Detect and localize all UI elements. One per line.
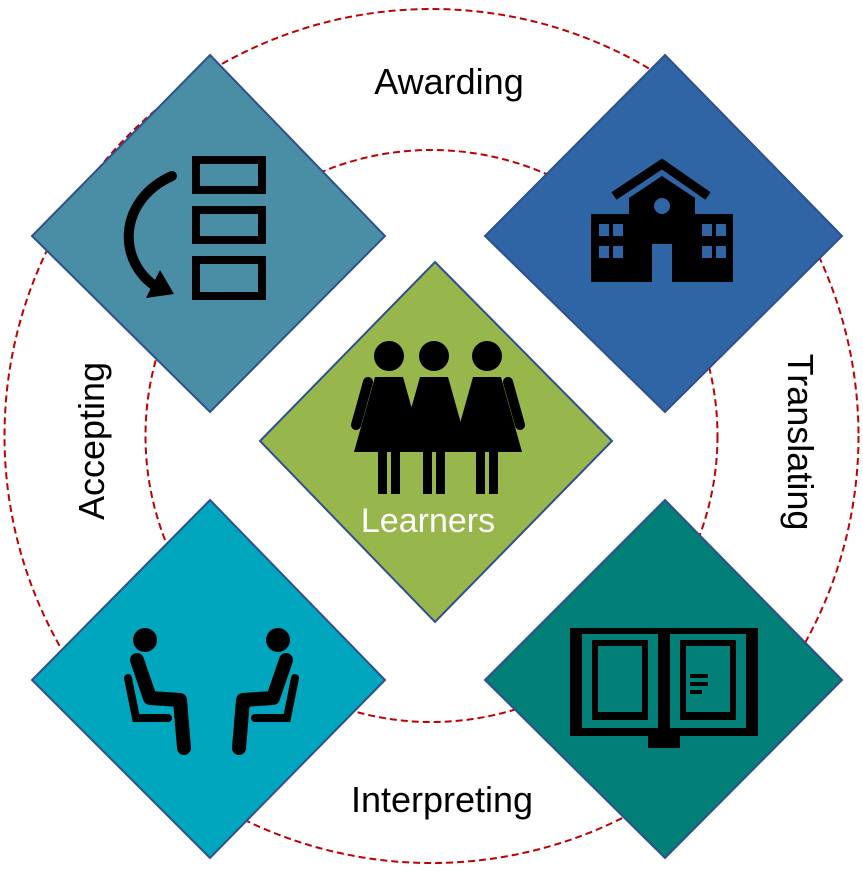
inner-dashed-ring <box>144 149 719 723</box>
learners-label: Learners <box>361 502 495 540</box>
translating-diamond <box>483 498 844 860</box>
interpreting-label: Interpreting <box>351 779 533 820</box>
translating-label: Translating <box>780 354 821 531</box>
awarding-label: Awarding <box>374 61 523 102</box>
arrow-to-list-icon <box>123 156 266 300</box>
outer-dashed-ring <box>3 8 860 864</box>
accepting-label: Accepting <box>71 362 112 520</box>
interpreting-diamond <box>30 498 387 860</box>
accepting-diamond <box>30 53 387 414</box>
school-building-icon <box>591 158 733 282</box>
awarding-diamond <box>483 53 844 414</box>
learners-diamond: Learners <box>258 260 614 624</box>
open-book-icon <box>570 628 758 748</box>
learners-group-icon <box>351 341 525 494</box>
two-people-seated-icon <box>124 628 299 755</box>
